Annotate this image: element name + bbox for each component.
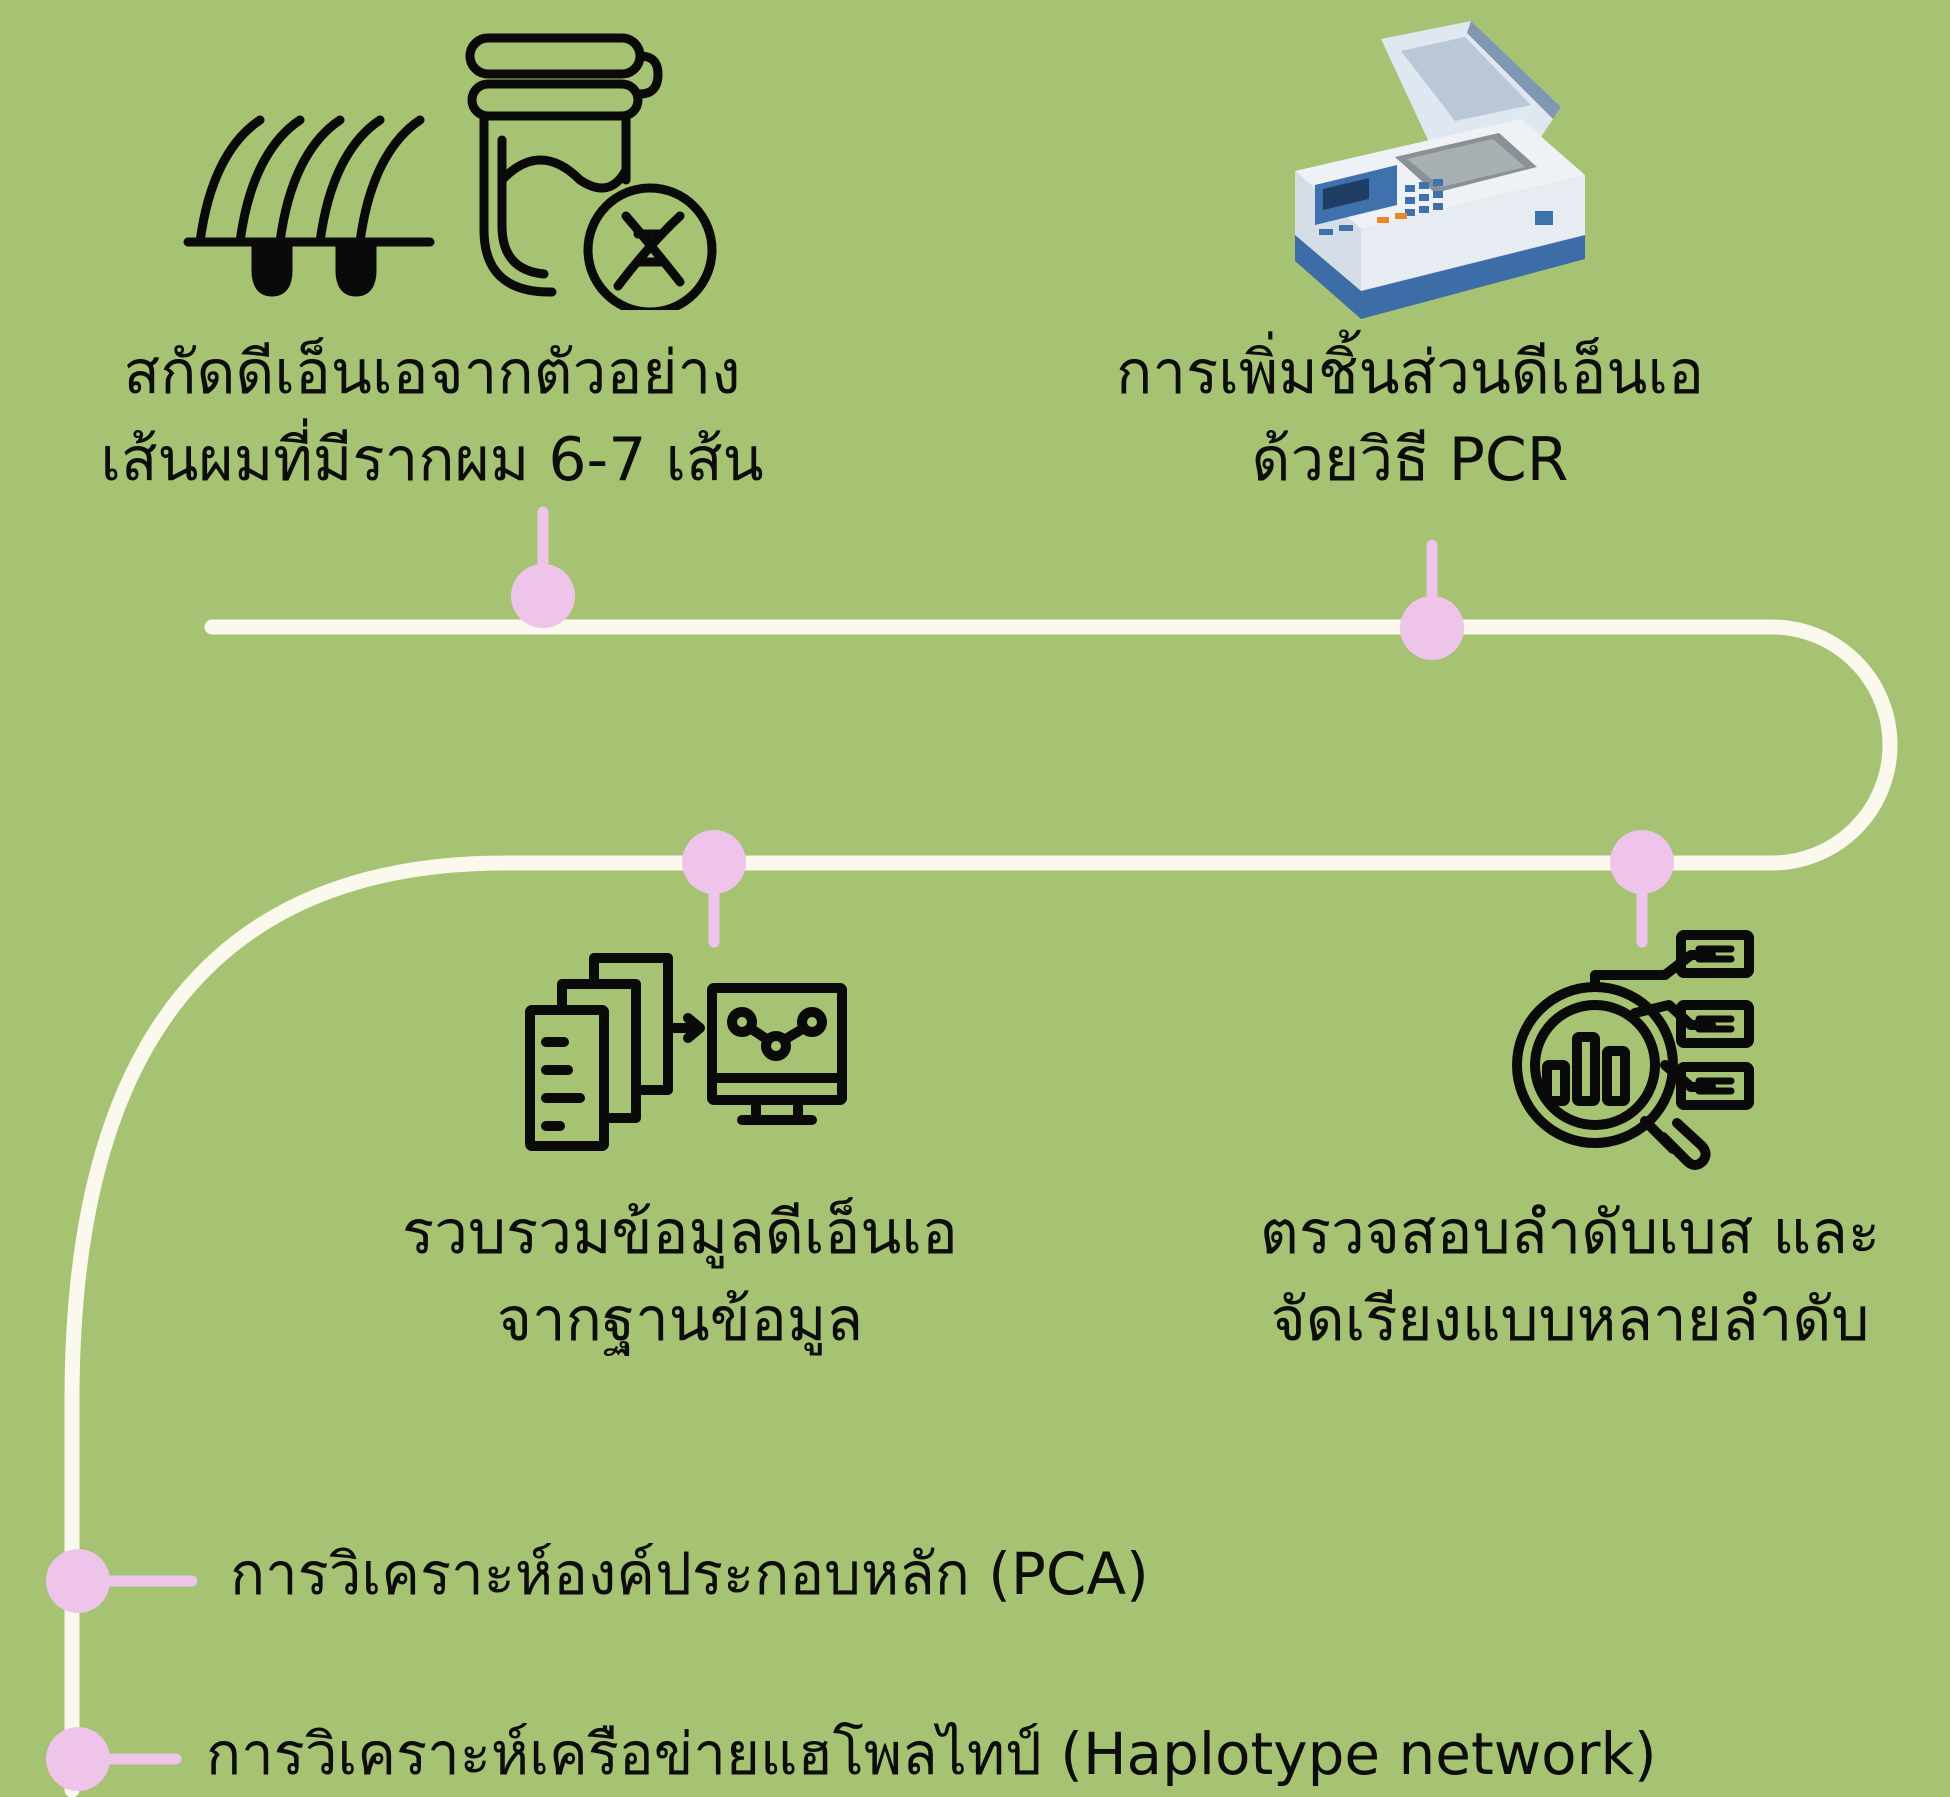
marker-step-2 [1400, 596, 1464, 660]
step-1-label-line-1: สกัดดีเอ็นเอจากตัวอย่าง [123, 338, 741, 408]
marker-step-6 [46, 1727, 110, 1791]
flow-path [64, 619, 1898, 1797]
step-6-label-line-1: การวิเคราะห์เครือข่ายแฮโพลไทป์ (Haplotyp… [206, 1720, 1657, 1788]
marker-step-4 [682, 830, 746, 894]
sequence-analysis-magnifier-icon [1512, 930, 1754, 1170]
marker-step-3 [1610, 830, 1674, 894]
step-5-label-line-1: การวิเคราะห์องค์ประกอบหลัก (PCA) [230, 1540, 1149, 1608]
step-4-label: รวบรวมข้อมูลดีเอ็นเอ จากฐานข้อมูล [280, 1190, 1080, 1364]
step-2-label: การเพิ่มชิ้นส่วนดีเอ็นเอ ด้วยวิธี PCR [1000, 330, 1820, 504]
step-3-label-line-2: จัดเรียงแบบหลายลำดับ [1270, 1285, 1870, 1355]
database-to-computer-icon [525, 953, 847, 1151]
step-2-label-line-2: ด้วยวิธี PCR [1251, 425, 1569, 495]
step-5-label: การวิเคราะห์องค์ประกอบหลัก (PCA) [230, 1532, 1149, 1616]
step-2-label-line-1: การเพิ่มชิ้นส่วนดีเอ็นเอ [1116, 338, 1704, 408]
pcr-thermocycler-icon [1295, 21, 1585, 319]
marker-step-1 [511, 564, 575, 628]
step-1-label-line-2: เส้นผมที่มีรากผม 6-7 เส้น [100, 425, 764, 495]
step-3-label: ตรวจสอบลำดับเบส และ จัดเรียงแบบหลายลำดับ [1190, 1190, 1950, 1364]
step-6-label: การวิเคราะห์เครือข่ายแฮโพลไทป์ (Haplotyp… [206, 1712, 1657, 1796]
step-1-label: สกัดดีเอ็นเอจากตัวอย่าง เส้นผมที่มีรากผม… [12, 330, 852, 504]
marker-step-5 [46, 1549, 110, 1613]
step-4-label-line-1: รวบรวมข้อมูลดีเอ็นเอ [402, 1198, 958, 1268]
step-3-label-line-1: ตรวจสอบลำดับเบส และ [1259, 1198, 1881, 1268]
step-4-label-line-2: จากฐานข้อมูล [496, 1285, 864, 1355]
hair-root-dna-tube-icon [183, 33, 717, 310]
